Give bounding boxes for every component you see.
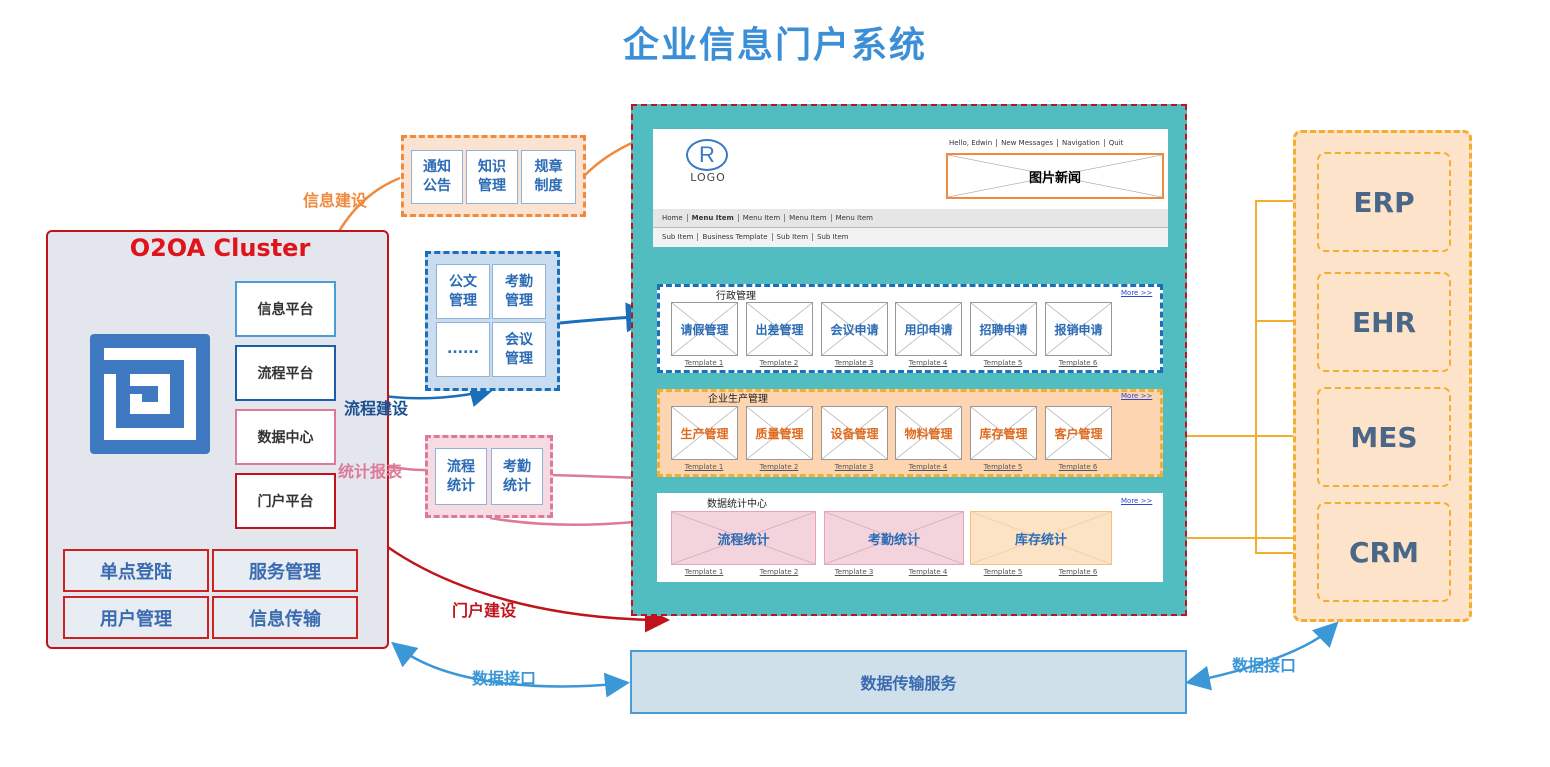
stat-attendance[interactable]: 考勤 统计 — [491, 448, 543, 505]
service-sso[interactable]: 单点登陆 — [63, 549, 209, 592]
label-data-interface-left: 数据接口 — [472, 669, 537, 688]
label-stat-report: 统计报表 — [338, 462, 403, 481]
info-notice[interactable]: 通知 公告 — [411, 150, 463, 204]
prod-template-6[interactable]: Template 6 — [1058, 463, 1098, 471]
section-admin-title: 行政管理 — [716, 291, 756, 302]
o2oa-logo — [90, 334, 210, 454]
menu-item-4[interactable]: Menu Item — [830, 214, 877, 222]
stats-flow[interactable]: 流程统计 — [671, 511, 816, 565]
admin-seal[interactable]: 用印申请 — [895, 302, 962, 356]
platform-flow[interactable]: 流程平台 — [235, 345, 336, 401]
link-quit[interactable]: Quit — [1103, 139, 1128, 147]
stats-template-4[interactable]: Template 4 — [908, 568, 948, 576]
section-stats-more[interactable]: More >> — [1121, 497, 1153, 505]
platform-data-center[interactable]: 数据中心 — [235, 409, 336, 465]
stats-attendance[interactable]: 考勤统计 — [824, 511, 964, 565]
news-image[interactable]: 图片新闻 — [946, 153, 1164, 199]
prod-production[interactable]: 生产管理 — [671, 406, 738, 460]
system-crm[interactable]: CRM — [1317, 502, 1451, 602]
admin-template-4[interactable]: Template 4 — [908, 359, 948, 367]
stats-template-5[interactable]: Template 5 — [983, 568, 1023, 576]
prod-material[interactable]: 物料管理 — [895, 406, 962, 460]
data-transfer-service[interactable]: 数据传输服务 — [630, 650, 1187, 714]
admin-trip[interactable]: 出差管理 — [746, 302, 813, 356]
prod-template-5[interactable]: Template 5 — [983, 463, 1023, 471]
prod-equipment[interactable]: 设备管理 — [821, 406, 888, 460]
cluster-title: O2OA Cluster — [129, 234, 311, 262]
platform-info[interactable]: 信息平台 — [235, 281, 336, 337]
label-portal-build: 门户建设 — [452, 601, 517, 620]
system-erp[interactable]: ERP — [1317, 152, 1451, 252]
admin-template-3[interactable]: Template 3 — [834, 359, 874, 367]
admin-template-1[interactable]: Template 1 — [684, 359, 724, 367]
admin-template-5[interactable]: Template 5 — [983, 359, 1023, 367]
admin-template-6[interactable]: Template 6 — [1058, 359, 1098, 367]
flow-document[interactable]: 公文 管理 — [436, 264, 490, 319]
service-user-mgmt[interactable]: 用户管理 — [63, 596, 209, 639]
system-ehr[interactable]: EHR — [1317, 272, 1451, 372]
prod-quality[interactable]: 质量管理 — [746, 406, 813, 460]
prod-template-1[interactable]: Template 1 — [684, 463, 724, 471]
logo-circle: R — [686, 139, 728, 171]
section-admin-more[interactable]: More >> — [1121, 289, 1153, 297]
prod-customer[interactable]: 客户管理 — [1045, 406, 1112, 460]
info-rules[interactable]: 规章 制度 — [521, 150, 576, 204]
label-flow-build: 流程建设 — [344, 399, 409, 418]
stats-template-3[interactable]: Template 3 — [834, 568, 874, 576]
section-production-more[interactable]: More >> — [1121, 392, 1153, 400]
menu-item-2[interactable]: Menu Item — [737, 214, 785, 222]
logo-text: LOGO — [690, 171, 726, 184]
link-messages[interactable]: New Messages — [996, 139, 1057, 147]
link-navigation[interactable]: Navigation — [1057, 139, 1104, 147]
flow-attendance[interactable]: 考勤 管理 — [492, 264, 546, 319]
edge-data-left — [391, 641, 630, 698]
edge-data-right — [1185, 621, 1339, 691]
label-data-interface-right: 数据接口 — [1232, 656, 1297, 675]
page-title: 企业信息门户系统 — [622, 25, 927, 66]
stats-template-2[interactable]: Template 2 — [759, 568, 799, 576]
prod-template-4[interactable]: Template 4 — [908, 463, 948, 471]
stats-template-6[interactable]: Template 6 — [1058, 568, 1098, 576]
menu-item-3[interactable]: Menu Item — [784, 214, 831, 222]
platform-portal[interactable]: 门户平台 — [235, 473, 336, 529]
stats-inventory[interactable]: 库存统计 — [970, 511, 1112, 565]
stat-flow[interactable]: 流程 统计 — [435, 448, 487, 505]
label-info-build: 信息建设 — [303, 191, 368, 210]
admin-expense[interactable]: 报销申请 — [1045, 302, 1112, 356]
admin-template-2[interactable]: Template 2 — [759, 359, 799, 367]
external-systems-group — [1293, 130, 1472, 622]
service-info-transfer[interactable]: 信息传输 — [212, 596, 358, 639]
portal-submenu-bar — [653, 228, 1168, 247]
menu-home[interactable]: Home — [662, 214, 683, 222]
admin-leave[interactable]: 请假管理 — [671, 302, 738, 356]
portal-menu-bar — [653, 209, 1168, 228]
section-production-title: 企业生产管理 — [708, 394, 768, 405]
info-knowledge[interactable]: 知识 管理 — [466, 150, 518, 204]
submenu-item-3[interactable]: Sub Item — [812, 233, 853, 241]
submenu-item-2[interactable]: Sub Item — [771, 233, 813, 241]
logo-letter: R — [699, 142, 715, 167]
admin-meeting[interactable]: 会议申请 — [821, 302, 888, 356]
system-mes[interactable]: MES — [1317, 387, 1451, 487]
service-service-mgmt[interactable]: 服务管理 — [212, 549, 358, 592]
prod-inventory[interactable]: 库存管理 — [970, 406, 1037, 460]
stats-template-1[interactable]: Template 1 — [684, 568, 724, 576]
submenu-item-1[interactable]: Sub Item — [662, 233, 694, 241]
prod-template-2[interactable]: Template 2 — [759, 463, 799, 471]
link-hello[interactable]: Hello, Edwin — [949, 139, 993, 147]
flow-meeting[interactable]: 会议 管理 — [492, 322, 546, 377]
section-stats-title: 数据统计中心 — [707, 499, 767, 510]
admin-recruit[interactable]: 招聘申请 — [970, 302, 1037, 356]
submenu-business-template[interactable]: Business Template — [697, 233, 772, 241]
prod-template-3[interactable]: Template 3 — [834, 463, 874, 471]
menu-item-1[interactable]: Menu Item — [686, 214, 738, 222]
flow-more[interactable]: ...... — [436, 322, 490, 377]
